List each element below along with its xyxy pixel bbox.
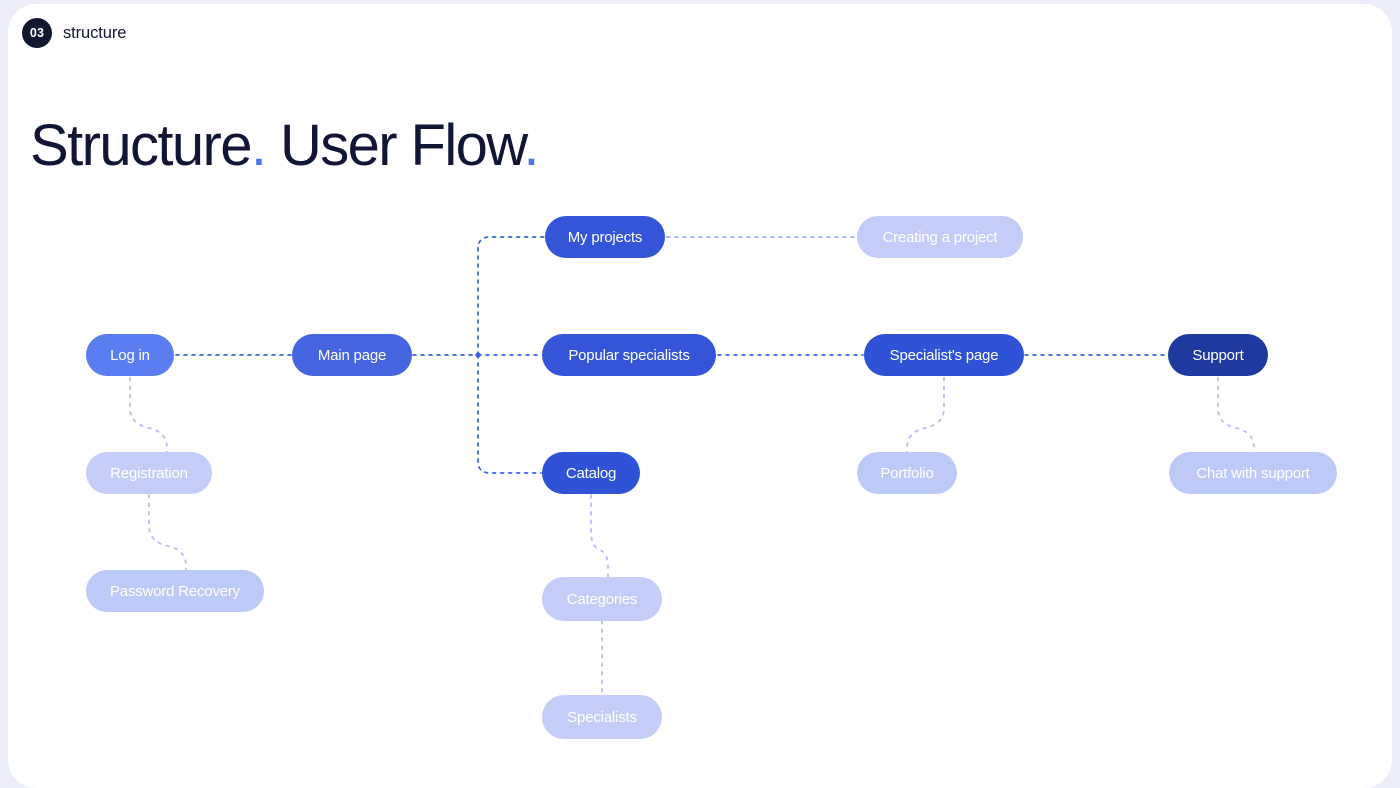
branch-junction-dot bbox=[475, 352, 481, 358]
node-catalog[interactable]: Catalog bbox=[542, 452, 640, 494]
node-label: Password Recovery bbox=[110, 582, 240, 600]
node-password-recovery[interactable]: Password Recovery bbox=[86, 570, 264, 612]
title-dot-1: . bbox=[250, 113, 267, 178]
edge-branch-catalog bbox=[477, 354, 542, 474]
node-label: Popular specialists bbox=[568, 346, 690, 364]
node-log-in[interactable]: Log in bbox=[86, 334, 174, 376]
node-specialists-page[interactable]: Specialist's page bbox=[864, 334, 1024, 376]
node-label: Registration bbox=[110, 464, 188, 482]
node-label: Specialists bbox=[567, 708, 637, 726]
edge-catalog-categories bbox=[590, 494, 609, 579]
node-label: Portfolio bbox=[880, 464, 934, 482]
node-registration[interactable]: Registration bbox=[86, 452, 212, 494]
node-label: Chat with support bbox=[1196, 464, 1310, 482]
title-part-1: Structure bbox=[30, 113, 253, 178]
edge-registration-password bbox=[148, 494, 187, 572]
page-title: Structure. User Flow. bbox=[30, 117, 539, 175]
edge-login-registration bbox=[129, 377, 168, 454]
node-chat-with-support[interactable]: Chat with support bbox=[1169, 452, 1337, 494]
badge-label: structure bbox=[63, 23, 127, 42]
node-label: Specialist's page bbox=[889, 346, 999, 364]
node-label: Creating a project bbox=[882, 228, 998, 246]
title-part-2: User Flow bbox=[279, 113, 525, 178]
node-label: Support bbox=[1192, 346, 1244, 364]
node-specialists[interactable]: Specialists bbox=[542, 695, 662, 739]
node-label: Catalog bbox=[565, 464, 617, 482]
diagram-edges bbox=[129, 236, 1255, 697]
node-support[interactable]: Support bbox=[1168, 334, 1268, 376]
edge-branch-myprojects bbox=[477, 236, 545, 356]
edge-support-chat bbox=[1217, 377, 1255, 454]
node-label: My projects bbox=[567, 228, 643, 246]
slide-badge: 03 structure bbox=[22, 18, 126, 48]
slide-card: 03 structure Structure. User Flow. bbox=[8, 4, 1392, 788]
user-flow-diagram: My projects Creating a project Log in Ma… bbox=[8, 4, 1392, 788]
badge-number: 03 bbox=[22, 18, 52, 48]
node-label: Categories bbox=[566, 590, 638, 608]
node-categories[interactable]: Categories bbox=[542, 577, 662, 621]
node-label: Log in bbox=[110, 346, 150, 364]
title-dot-2: . bbox=[523, 113, 539, 178]
node-popular-specialists[interactable]: Popular specialists bbox=[542, 334, 716, 376]
edge-specialistpage-portfolio bbox=[906, 377, 945, 454]
node-main-page[interactable]: Main page bbox=[292, 334, 412, 376]
node-label: Main page bbox=[317, 346, 387, 364]
node-creating-a-project[interactable]: Creating a project bbox=[857, 216, 1023, 258]
node-portfolio[interactable]: Portfolio bbox=[857, 452, 957, 494]
node-my-projects[interactable]: My projects bbox=[545, 216, 665, 258]
